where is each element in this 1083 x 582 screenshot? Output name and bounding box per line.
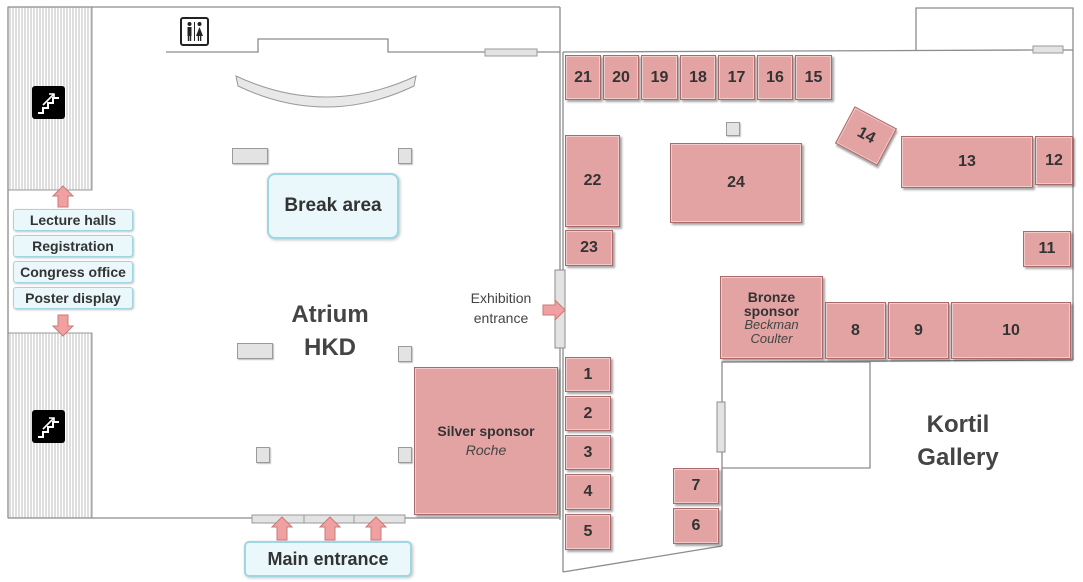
arrow-icon xyxy=(270,516,294,541)
booth-7[interactable]: 7 xyxy=(673,468,719,504)
arrow-icon xyxy=(318,516,342,541)
booth-9[interactable]: 9 xyxy=(888,302,949,359)
silver-sponsor-booth[interactable]: Silver sponsor Roche xyxy=(414,367,558,515)
stairs-icon xyxy=(32,86,65,119)
silver-sponsor-name: Roche xyxy=(465,442,507,458)
sign-congress-office[interactable]: Congress office xyxy=(13,261,133,283)
sign-registration[interactable]: Registration xyxy=(13,235,133,257)
stairs-icon xyxy=(32,410,65,443)
pillar xyxy=(398,346,412,362)
booth-12[interactable]: 12 xyxy=(1035,136,1073,185)
pillar xyxy=(398,148,412,164)
booth-22[interactable]: 22 xyxy=(565,135,620,227)
bronze-sponsor-name: Beckman xyxy=(744,316,799,332)
exhibition-entrance-line: entrance xyxy=(473,310,529,326)
booth-4[interactable]: 4 xyxy=(565,474,611,510)
kortil-title-line: Gallery xyxy=(917,444,999,471)
kortil-title-line: Kortil xyxy=(926,411,990,438)
silver-sponsor-tier: Silver sponsor xyxy=(437,423,535,439)
arrow-icon xyxy=(51,314,75,337)
booth-8[interactable]: 8 xyxy=(825,302,886,359)
exhibition-entrance-line: Exhibition xyxy=(470,290,532,306)
booth-10[interactable]: 10 xyxy=(951,302,1071,359)
pillar xyxy=(237,343,273,359)
arrow-icon xyxy=(542,298,566,322)
booth-21[interactable]: 21 xyxy=(565,55,601,100)
booth-24[interactable]: 24 xyxy=(670,143,802,223)
restroom-icon xyxy=(180,17,209,46)
atrium-title: Atrium HKD xyxy=(270,298,390,364)
arrow-icon xyxy=(51,185,75,208)
bronze-sponsor-booth[interactable]: Bronze sponsor Beckman Coulter xyxy=(720,276,823,359)
bronze-sponsor-tier: sponsor xyxy=(743,302,800,319)
booth-5[interactable]: 5 xyxy=(565,514,611,550)
booth-17[interactable]: 17 xyxy=(718,55,755,100)
booth-20[interactable]: 20 xyxy=(603,55,639,100)
pillar xyxy=(232,148,268,164)
pillar xyxy=(256,447,270,463)
booth-15[interactable]: 15 xyxy=(795,55,832,100)
booth-6[interactable]: 6 xyxy=(673,508,719,544)
sign-lecture-halls[interactable]: Lecture halls xyxy=(13,209,133,231)
booth-11[interactable]: 11 xyxy=(1023,231,1071,267)
exhibition-entrance-label: Exhibition entrance xyxy=(460,288,542,328)
booth-2[interactable]: 2 xyxy=(565,396,611,431)
stage-curve xyxy=(235,75,417,108)
kortil-gallery-title: Kortil Gallery xyxy=(898,408,1018,474)
atrium-title-line: HKD xyxy=(304,334,356,361)
booth-16[interactable]: 16 xyxy=(757,55,793,100)
booth-13[interactable]: 13 xyxy=(901,136,1033,188)
bronze-sponsor-tier: Bronze xyxy=(747,288,796,305)
booth-1[interactable]: 1 xyxy=(565,357,611,392)
break-area[interactable]: Break area xyxy=(267,173,399,239)
booth-3[interactable]: 3 xyxy=(565,435,611,470)
main-entrance[interactable]: Main entrance xyxy=(244,541,412,577)
arrow-icon xyxy=(364,516,388,541)
pillar xyxy=(398,447,412,463)
booth-23[interactable]: 23 xyxy=(565,230,613,266)
booth-18[interactable]: 18 xyxy=(680,55,716,100)
pillar xyxy=(726,122,740,136)
atrium-title-line: Atrium xyxy=(291,301,369,328)
bronze-sponsor-name: Coulter xyxy=(750,330,793,346)
booth-19[interactable]: 19 xyxy=(641,55,678,100)
sign-poster-display[interactable]: Poster display xyxy=(13,287,133,309)
